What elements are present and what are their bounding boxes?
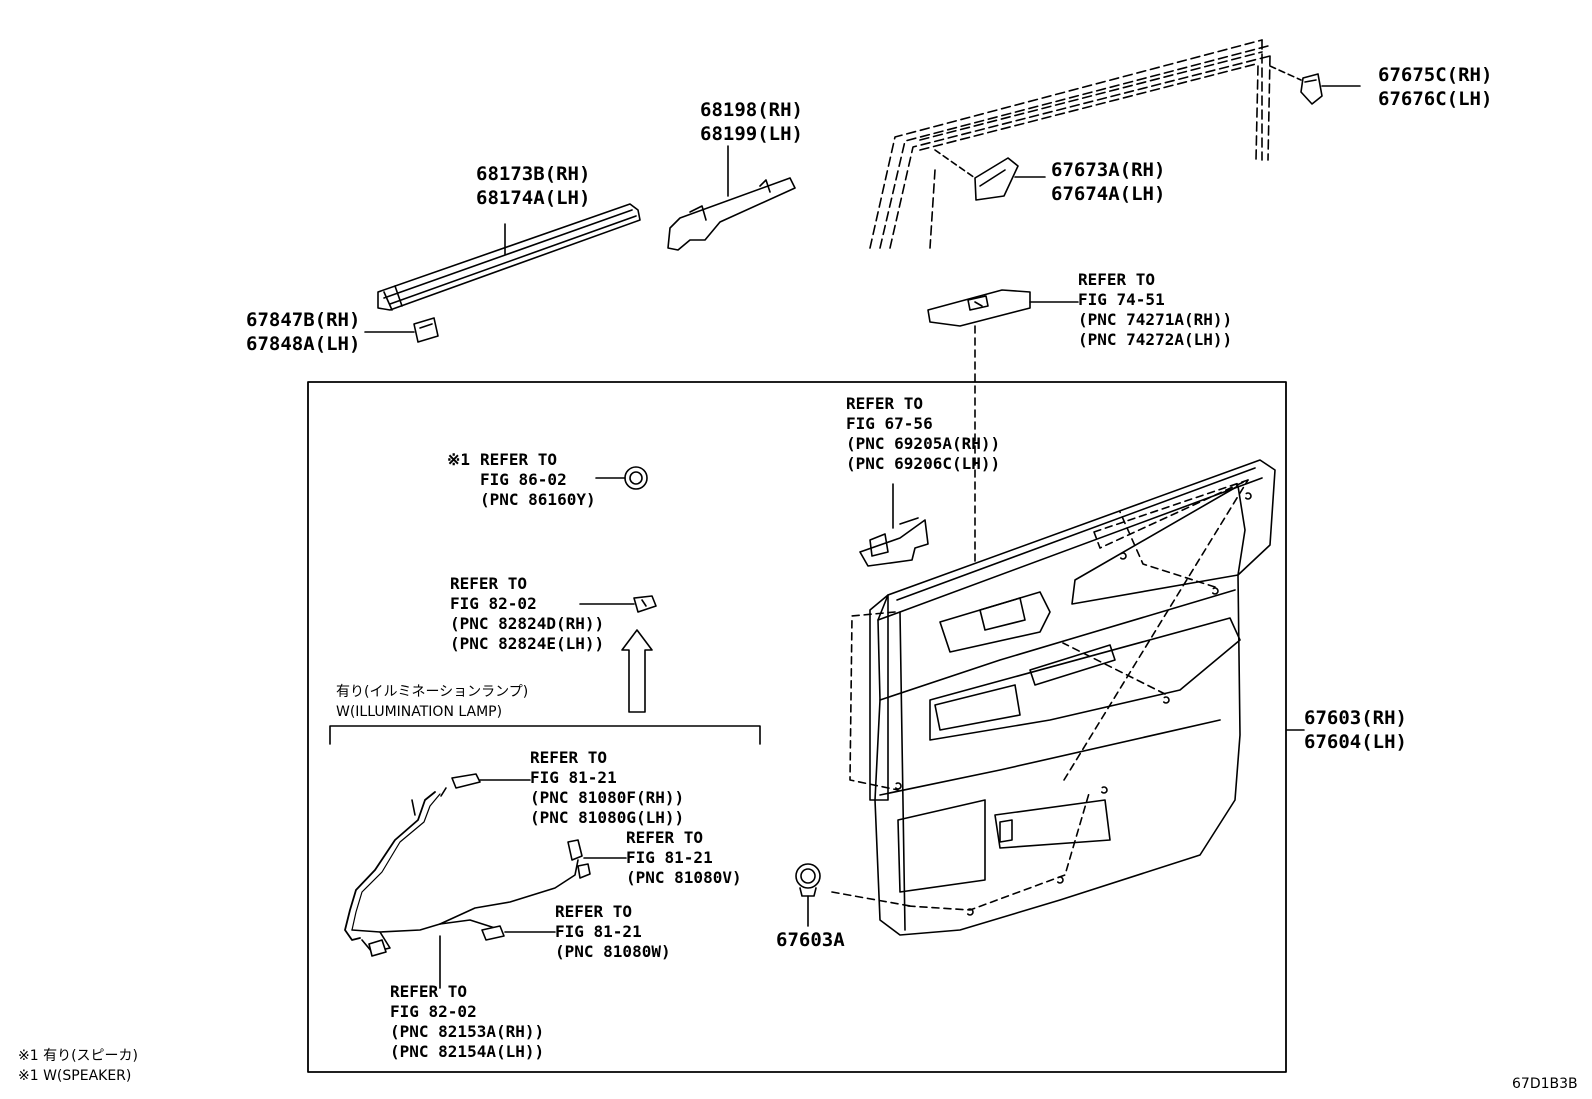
connector-82153a — [368, 939, 387, 957]
label-67675c: 67675C(RH)67676C(LH) — [1378, 64, 1493, 110]
lamp-socket-82824d — [633, 595, 657, 613]
clip-67847b — [413, 317, 439, 343]
dash-67673a — [934, 149, 976, 179]
cushion-67673a — [974, 157, 1019, 201]
lamp-81080f — [451, 773, 481, 789]
label-67603a: 67603A — [776, 929, 845, 951]
bracket-68198 — [667, 177, 796, 251]
trim-clip-positions — [831, 479, 1252, 916]
clip-67675c — [1300, 73, 1323, 105]
belt-moulding-68173b — [377, 203, 641, 311]
label-67603: 67603(RH)67604(LH) — [1304, 707, 1407, 753]
door-frame-weatherstrip — [869, 39, 1271, 249]
footnotes: ※1 有り(スピーカ)※1 W(SPEAKER) — [18, 1048, 139, 1084]
label-68173b: 68173B(RH)68174A(LH) — [476, 163, 591, 209]
lamp-81080w — [481, 925, 505, 941]
inset-frame — [307, 381, 1287, 1073]
label-67847b: 67847B(RH)67848A(LH) — [246, 309, 361, 355]
label-67673a: 67673A(RH)67674A(LH) — [1051, 159, 1166, 205]
trim-clip-67603a — [795, 863, 821, 897]
arrow-up — [621, 629, 653, 713]
dash-67675c — [1269, 65, 1302, 81]
label-68198: 68198(RH)68199(LH) — [700, 99, 803, 145]
wire-harness-82153a — [344, 791, 579, 953]
connector-end — [440, 787, 447, 797]
note-mark-speaker: ※1 — [447, 450, 471, 469]
bulb-81080v — [567, 839, 591, 879]
inside-handle-69205a — [859, 517, 929, 567]
illumination-bracket — [329, 725, 761, 745]
switch-bezel-74271a — [927, 289, 1031, 327]
diagram-code: 67D1B3B — [1512, 1076, 1578, 1092]
door-trim-board-67603 — [869, 459, 1276, 936]
illumination-caption: 有り(イルミネーションランプ)W(ILLUMINATION LAMP) — [336, 684, 529, 720]
speaker-86160y — [624, 466, 648, 490]
